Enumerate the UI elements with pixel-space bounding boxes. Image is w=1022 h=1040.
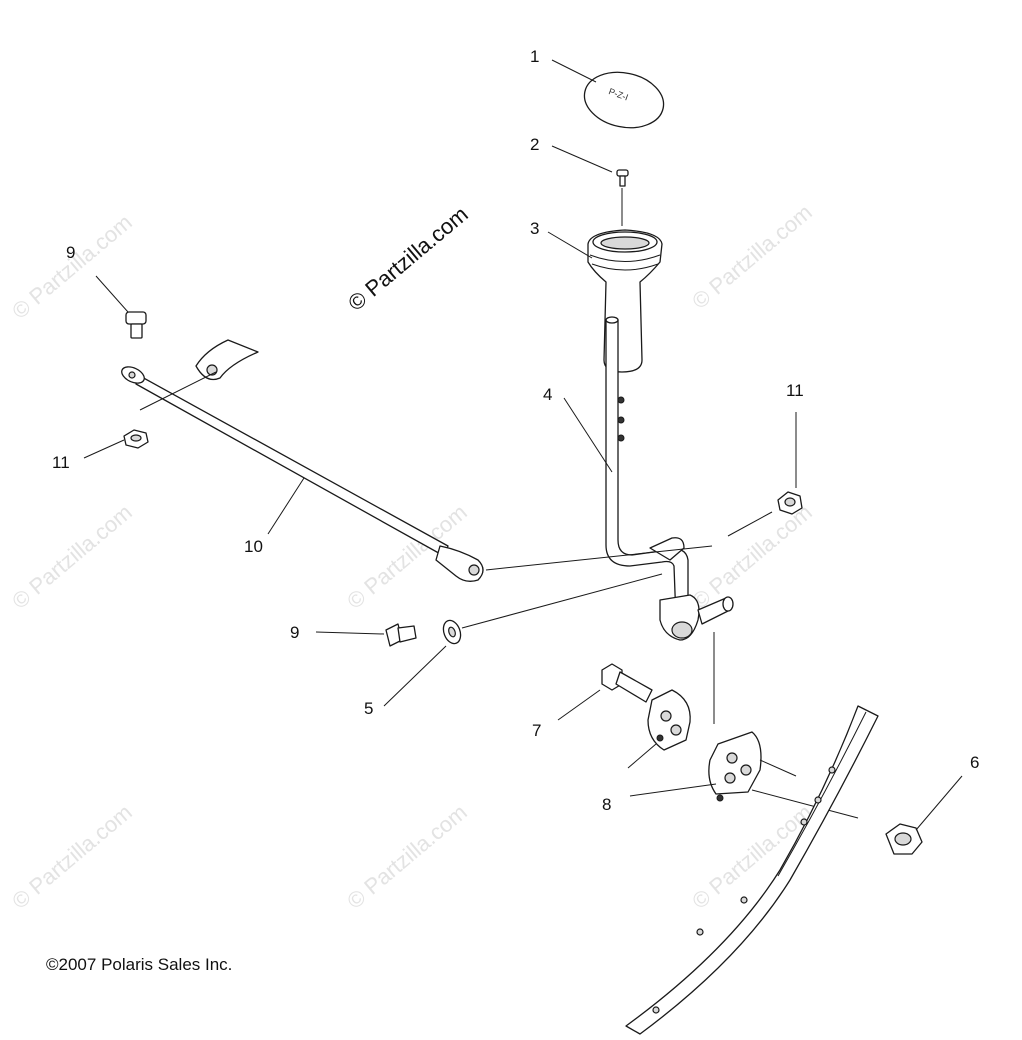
watermark-main: © Partzilla.com bbox=[343, 201, 473, 315]
callout-8: 8 bbox=[602, 795, 611, 814]
callout-1: 1 bbox=[530, 47, 539, 66]
callout-11-right: 11 bbox=[786, 381, 804, 400]
callout-leaders bbox=[83, 59, 963, 831]
watermarks-faint: © Partzilla.com © Partzilla.com © Partzi… bbox=[7, 199, 817, 913]
part-9-bolt-upper bbox=[125, 311, 147, 339]
part-9-bolt-lower bbox=[385, 623, 417, 647]
watermark-2: © Partzilla.com bbox=[687, 199, 817, 313]
part-8-bushing-a bbox=[647, 689, 691, 751]
callout-2: 2 bbox=[530, 135, 539, 154]
part-6-flange-nut bbox=[885, 823, 923, 855]
watermark-3: © Partzilla.com bbox=[7, 499, 137, 613]
watermark-7: © Partzilla.com bbox=[342, 799, 472, 913]
part-2-screw bbox=[616, 169, 629, 226]
part-8-bushing-b bbox=[708, 731, 859, 819]
callout-10: 10 bbox=[244, 537, 263, 556]
part-7-bolt bbox=[601, 663, 653, 703]
part-10-linkage-rod bbox=[121, 339, 484, 582]
watermark-5: © Partzilla.com bbox=[687, 499, 817, 613]
part-5-washer bbox=[442, 573, 715, 724]
callout-9-upper: 9 bbox=[66, 243, 75, 262]
callout-11-left: 11 bbox=[52, 453, 70, 472]
callout-5: 5 bbox=[364, 699, 373, 718]
part-4-shift-lever bbox=[605, 316, 734, 641]
callout-6: 6 bbox=[970, 753, 979, 772]
part-1-knob-cap: P-Z-I bbox=[583, 71, 665, 129]
copyright-text: ©2007 Polaris Sales Inc. bbox=[46, 955, 232, 974]
callout-3: 3 bbox=[530, 219, 539, 238]
callout-numbers: 1 2 3 4 11 9 11 10 9 5 7 8 6 bbox=[52, 47, 979, 814]
callout-7: 7 bbox=[532, 721, 541, 740]
callout-9-lower: 9 bbox=[290, 623, 299, 642]
part-11-nut-left bbox=[123, 429, 149, 449]
part-3-shift-knob bbox=[587, 229, 663, 373]
watermark-1: © Partzilla.com bbox=[7, 209, 137, 323]
callout-4: 4 bbox=[543, 385, 552, 404]
frame-bracket bbox=[625, 705, 879, 1035]
watermark-6: © Partzilla.com bbox=[7, 799, 137, 913]
part-11-nut-right bbox=[485, 491, 803, 571]
